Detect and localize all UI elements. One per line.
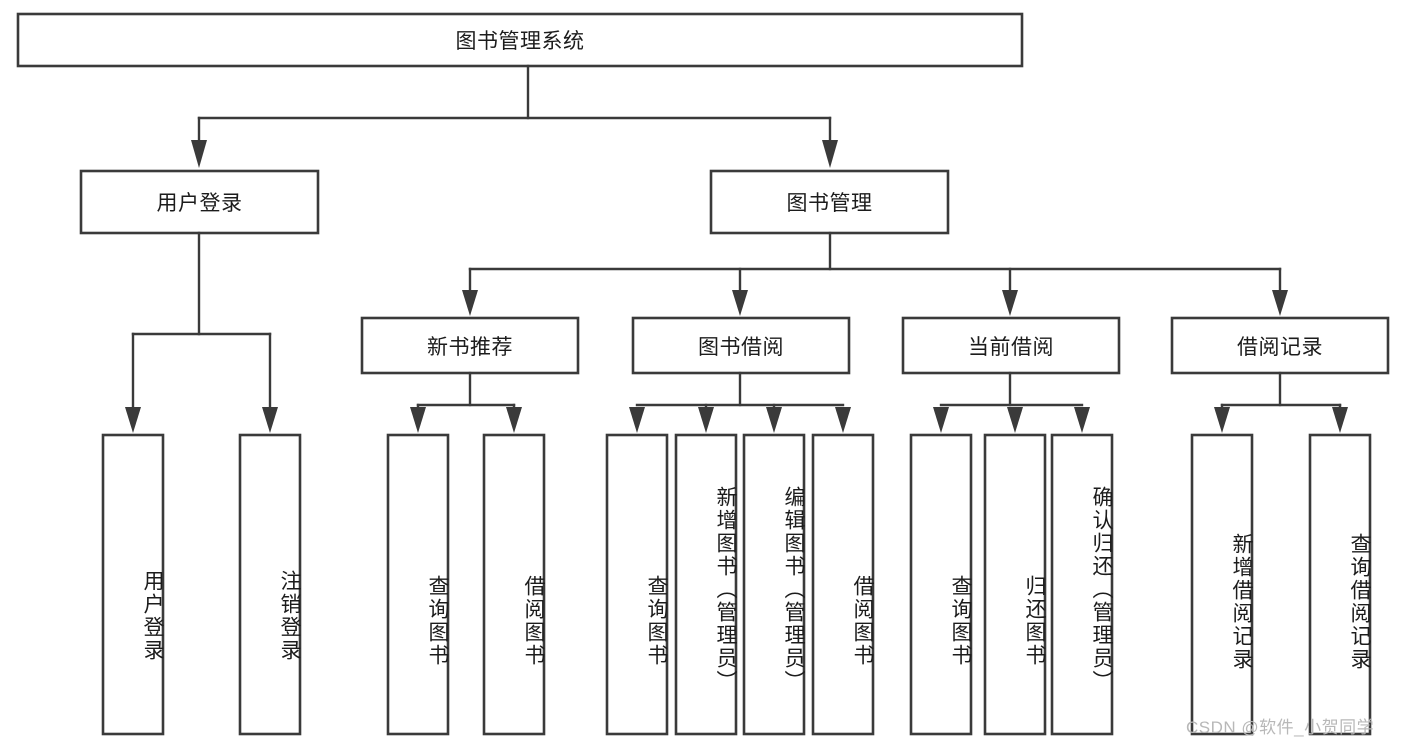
- box-leaf-add-record[interactable]: [1190, 433, 1254, 736]
- box-borrow-record[interactable]: [1170, 316, 1390, 375]
- box-root[interactable]: [16, 12, 1024, 68]
- arrow-to-borrow-record: [1272, 290, 1288, 316]
- arrow-to-leaf-edit-book: [766, 407, 782, 433]
- box-leaf-query-book-2[interactable]: [605, 433, 669, 736]
- arrow-to-leaf-logout: [262, 407, 278, 433]
- arrow-to-leaf-query-book-2: [629, 407, 645, 433]
- box-leaf-logout[interactable]: [238, 433, 302, 736]
- arrow-to-leaf-borrow-book-2: [835, 407, 851, 433]
- arrow-to-leaf-query-book-3: [933, 407, 949, 433]
- connectors-book-borrow-to-leaves: [629, 371, 851, 433]
- box-book-borrow[interactable]: [631, 316, 851, 375]
- arrow-to-leaf-return-book: [1007, 407, 1023, 433]
- box-current-borrow[interactable]: [901, 316, 1121, 375]
- box-new-book-recommend[interactable]: [360, 316, 580, 375]
- connectors-current-borrow-to-leaves: [933, 371, 1090, 433]
- node-boxes: [16, 12, 1390, 736]
- connectors-book-manage-to-level3: [462, 231, 1288, 316]
- box-leaf-borrow-book-2[interactable]: [811, 433, 875, 736]
- box-leaf-query-book-3[interactable]: [909, 433, 973, 736]
- box-leaf-confirm-return[interactable]: [1050, 433, 1114, 736]
- connectors-borrow-record-to-leaves: [1214, 371, 1348, 433]
- box-leaf-return-book[interactable]: [983, 433, 1047, 736]
- arrow-to-user-login: [191, 140, 207, 168]
- box-leaf-edit-book[interactable]: [742, 433, 806, 736]
- arrow-to-leaf-query-book-1: [410, 407, 426, 433]
- connectors-user-login-to-leaves: [125, 231, 278, 433]
- arrow-to-current-borrow: [1002, 290, 1018, 316]
- arrow-to-new-book-recommend: [462, 290, 478, 316]
- arrow-to-leaf-user-login: [125, 407, 141, 433]
- box-leaf-borrow-book-1[interactable]: [482, 433, 546, 736]
- box-leaf-query-record[interactable]: [1308, 433, 1372, 736]
- arrow-to-leaf-borrow-book-1: [506, 407, 522, 433]
- box-user-login[interactable]: [79, 169, 320, 235]
- arrow-to-leaf-query-record: [1332, 407, 1348, 433]
- arrow-to-leaf-add-record: [1214, 407, 1230, 433]
- csdn-watermark: CSDN @软件_小贺同学: [1186, 718, 1375, 737]
- arrow-to-leaf-confirm-return: [1074, 407, 1090, 433]
- box-book-manage[interactable]: [709, 169, 950, 235]
- arrow-to-book-manage: [822, 140, 838, 168]
- arrow-to-leaf-add-book: [698, 407, 714, 433]
- box-leaf-user-login[interactable]: [101, 433, 165, 736]
- connectors-new-book-recommend-to-leaves: [410, 371, 522, 433]
- connectors-root-to-level2: [191, 64, 838, 168]
- box-leaf-query-book-1[interactable]: [386, 433, 450, 736]
- box-leaf-add-book[interactable]: [674, 433, 738, 736]
- arrow-to-book-borrow: [732, 290, 748, 316]
